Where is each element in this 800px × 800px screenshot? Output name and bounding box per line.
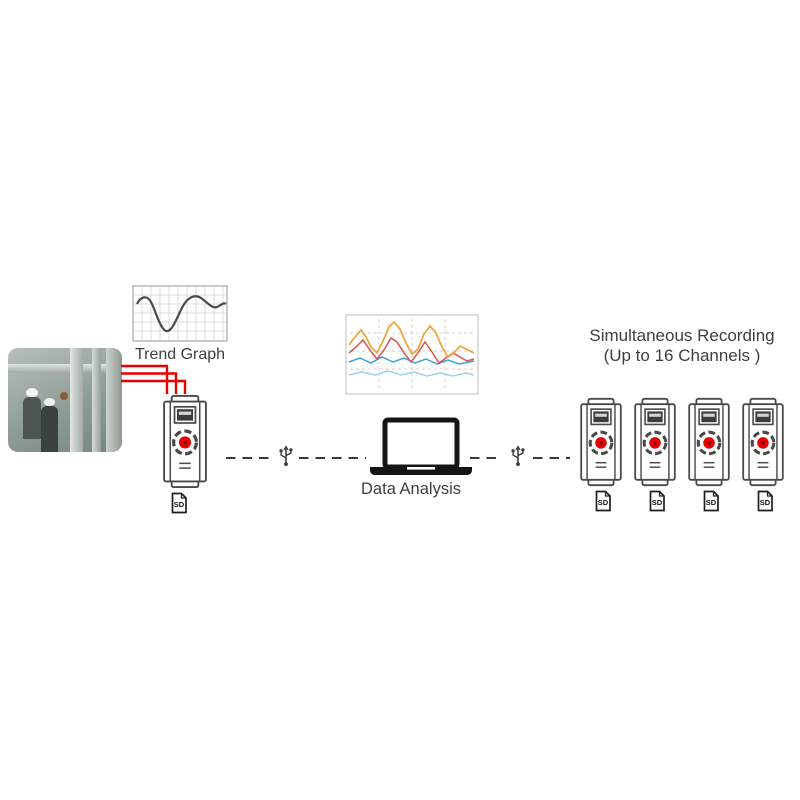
data-logger-channel-3 [687, 397, 731, 487]
recording-title: Simultaneous Recording (Up to 16 Channel… [556, 326, 800, 366]
sd-card-label: SD [705, 498, 717, 507]
recording-title-line2: (Up to 16 Channels ) [603, 346, 761, 365]
analysis-chart [345, 314, 479, 395]
photo-worker-2-body [41, 406, 58, 452]
chart-line-orange [348, 320, 475, 359]
photo-worker-1-hat [26, 388, 38, 397]
photo-pipe-vertical-2 [92, 348, 101, 452]
data-logger-channel-1 [579, 397, 623, 487]
data-analysis-label: Data Analysis [361, 480, 461, 498]
data-logger-device [162, 394, 208, 489]
photo-pipe-horizontal [8, 364, 122, 373]
photo-tank [106, 348, 122, 452]
photo-worker-2-hat [44, 398, 55, 406]
usb-icon-left [278, 444, 294, 467]
usb-icon-right [510, 444, 526, 467]
data-logger-channel-2 [633, 397, 677, 487]
sd-card-label: SD [759, 498, 771, 507]
sd-card-label: SD [597, 498, 609, 507]
photo-valve [60, 392, 68, 400]
sd-card-label: SD [173, 500, 185, 509]
recording-title-line1: Simultaneous Recording [589, 326, 775, 345]
sd-card-label: SD [651, 498, 663, 507]
data-logger-channel-4 [741, 397, 785, 487]
sensor-wires [121, 364, 187, 394]
trend-curve [136, 295, 227, 333]
photo-pipe-vertical-1 [70, 348, 83, 452]
chart-line-light-blue [348, 370, 475, 377]
photo-worker-1-body [23, 397, 41, 439]
trend-graph-icon [132, 285, 228, 342]
site-photo [8, 348, 122, 452]
trend-graph-label: Trend Graph [134, 346, 226, 363]
laptop-icon [370, 417, 472, 475]
